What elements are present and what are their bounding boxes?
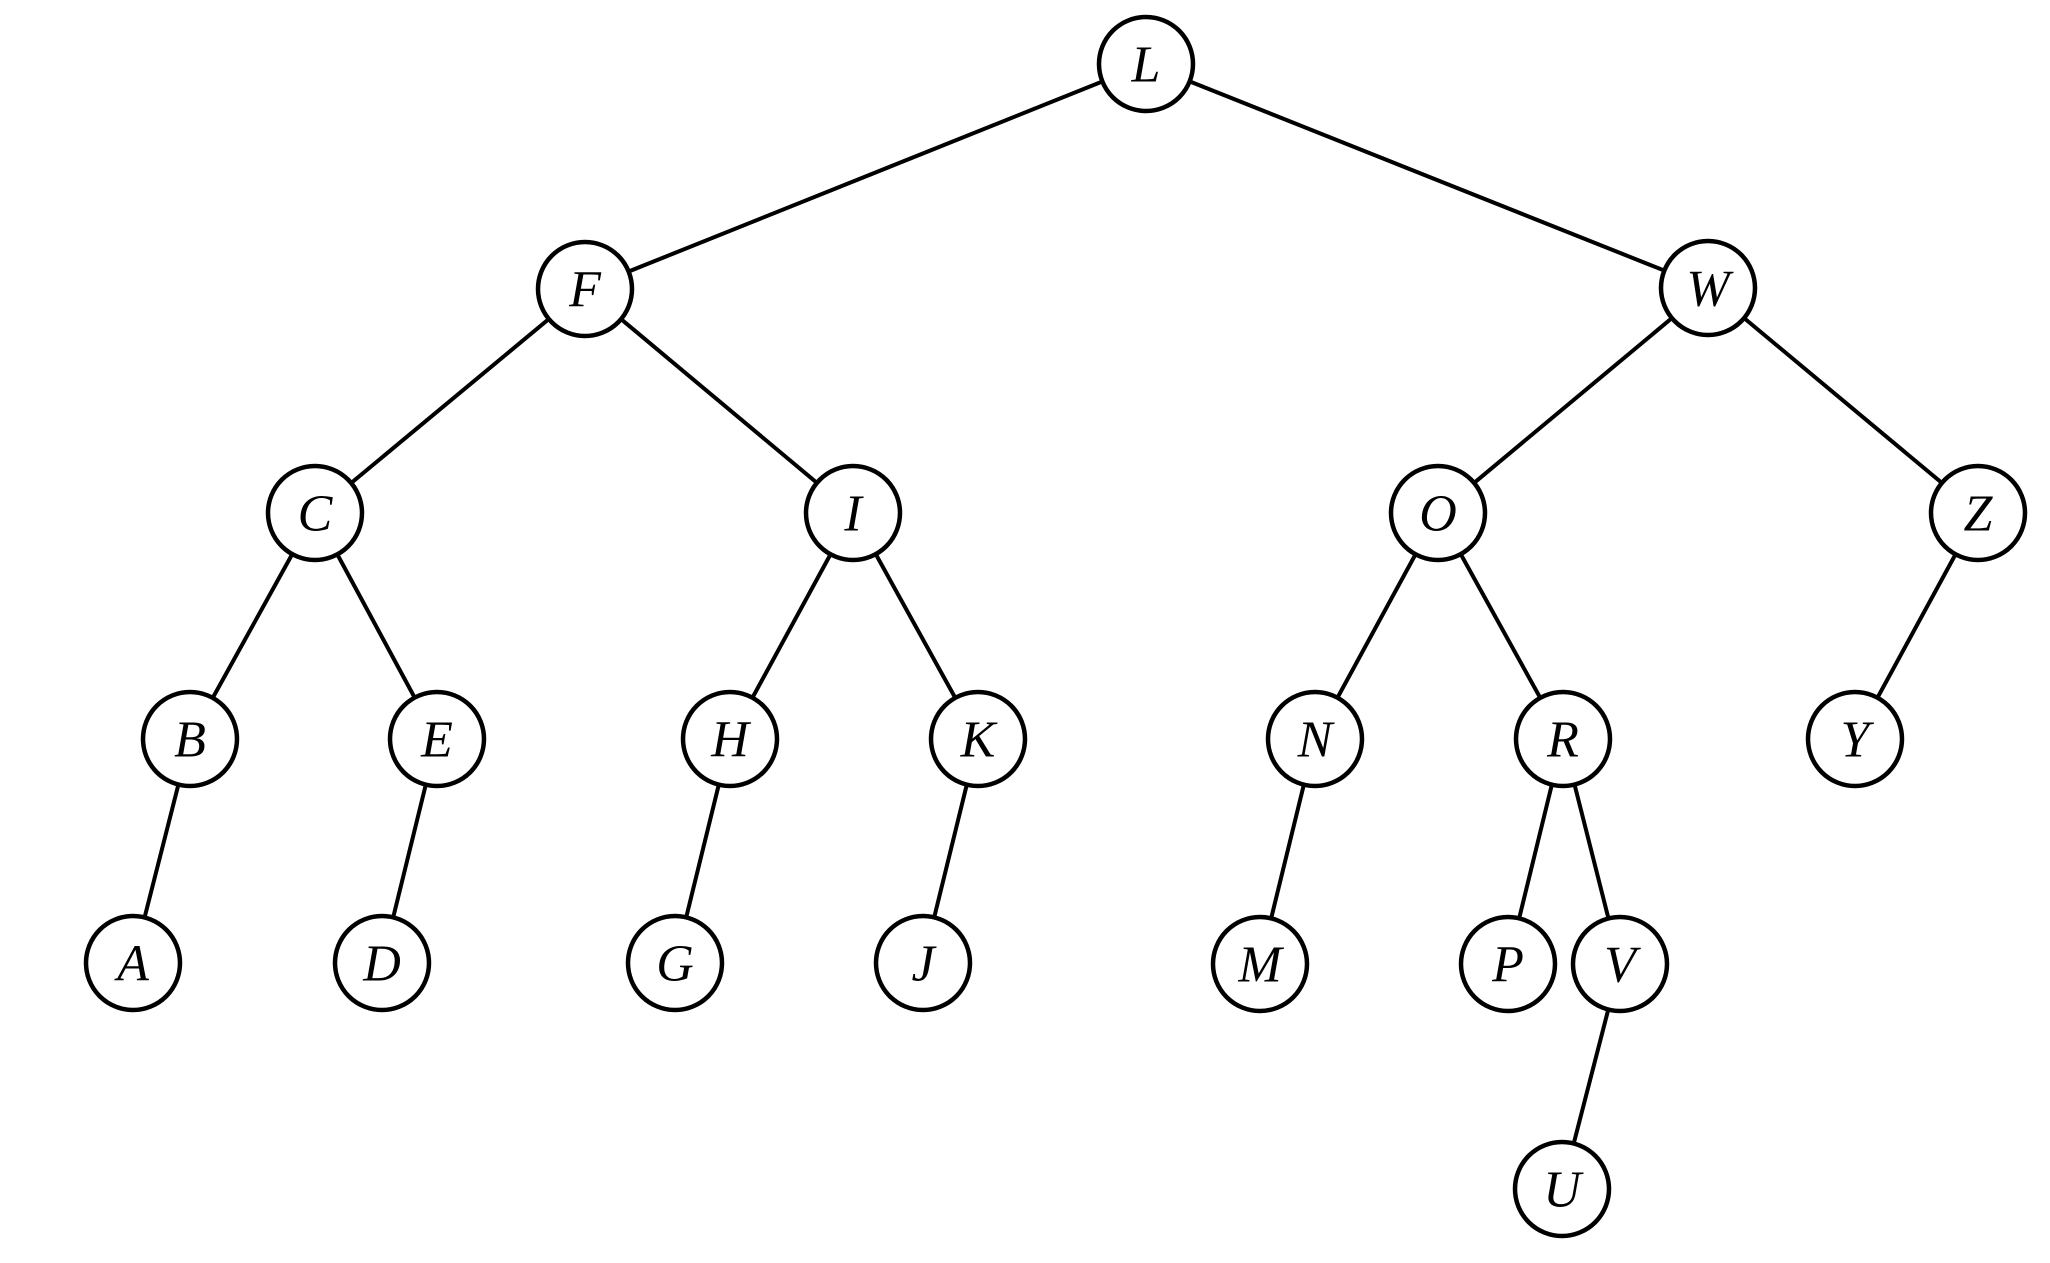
node-label-G: G [656,936,694,993]
tree-edge-L-W [1145,62,1709,290]
node-circle-P [1458,914,1558,1014]
node-label-W: W [1686,261,1734,318]
node-label-I: I [843,486,864,543]
tree-node-J: J [873,913,973,1013]
node-label-O: O [1419,486,1457,543]
node-label-R: R [1546,712,1579,769]
tree-edges-layer [131,62,1980,1190]
node-label-V: V [1604,937,1641,994]
node-label-F: F [568,262,602,319]
tree-node-W: W [1658,238,1758,338]
tree-node-R: R [1513,689,1613,789]
tree-edge-F-I [583,287,855,515]
node-circle-O [1388,463,1488,563]
node-circle-V [1570,914,1670,1014]
node-circle-K [928,689,1028,789]
tree-node-V: V [1570,914,1670,1014]
tree-node-U: U [1512,1139,1612,1239]
node-circle-R [1513,689,1613,789]
node-label-J: J [911,936,937,993]
tree-node-D: D [332,913,432,1013]
node-label-Y: Y [1841,712,1875,769]
node-circle-W [1658,238,1758,338]
tree-node-L: L [1096,14,1196,114]
tree-node-B: B [140,689,240,789]
tree-node-K: K [928,689,1028,789]
node-circle-C [265,463,365,563]
node-circle-D [332,913,432,1013]
node-circle-Z [1928,463,2028,563]
tree-edge-F-C [313,287,587,515]
node-label-U: U [1543,1162,1584,1219]
tree-node-E: E [387,689,487,789]
tree-node-H: H [680,689,780,789]
tree-node-Z: Z [1928,463,2028,563]
tree-edge-W-O [1436,286,1710,515]
tree-nodes-layer: L F W C I O Z B E H K N R Y A D G J M P V U [83,14,2028,1239]
tree-node-Y: Y [1805,689,1905,789]
tree-node-P: P [1458,914,1558,1014]
node-circle-H [680,689,780,789]
tree-edge-W-Z [1706,286,1980,515]
tree-node-N: N [1265,689,1365,789]
node-circle-G [625,913,725,1013]
node-circle-E [387,689,487,789]
node-label-D: D [362,936,401,993]
node-label-A: A [114,936,149,993]
node-label-P: P [1491,937,1524,994]
node-label-N: N [1297,712,1336,769]
node-label-Z: Z [1964,486,1994,543]
node-label-H: H [710,712,751,769]
node-label-K: K [960,712,998,769]
tree-node-F: F [535,239,635,339]
node-circle-L [1096,14,1196,114]
tree-edge-L-F [584,62,1147,291]
node-label-B: B [174,712,206,769]
node-circle-A [83,913,183,1013]
tree-node-A: A [83,913,183,1013]
node-label-E: E [420,712,453,769]
tree-node-M: M [1210,914,1310,1014]
node-circle-M [1210,914,1310,1014]
tree-node-C: C [265,463,365,563]
node-circle-U [1512,1139,1612,1239]
tree-node-I: I [803,463,903,563]
node-label-L: L [1131,37,1161,94]
node-label-M: M [1237,937,1284,994]
node-circle-J [873,913,973,1013]
tree-node-G: G [625,913,725,1013]
node-label-C: C [298,486,334,543]
tree-node-O: O [1388,463,1488,563]
node-circle-F [535,239,635,339]
node-circle-Y [1805,689,1905,789]
node-circle-I [803,463,903,563]
node-circle-N [1265,689,1365,789]
node-circle-B [140,689,240,789]
